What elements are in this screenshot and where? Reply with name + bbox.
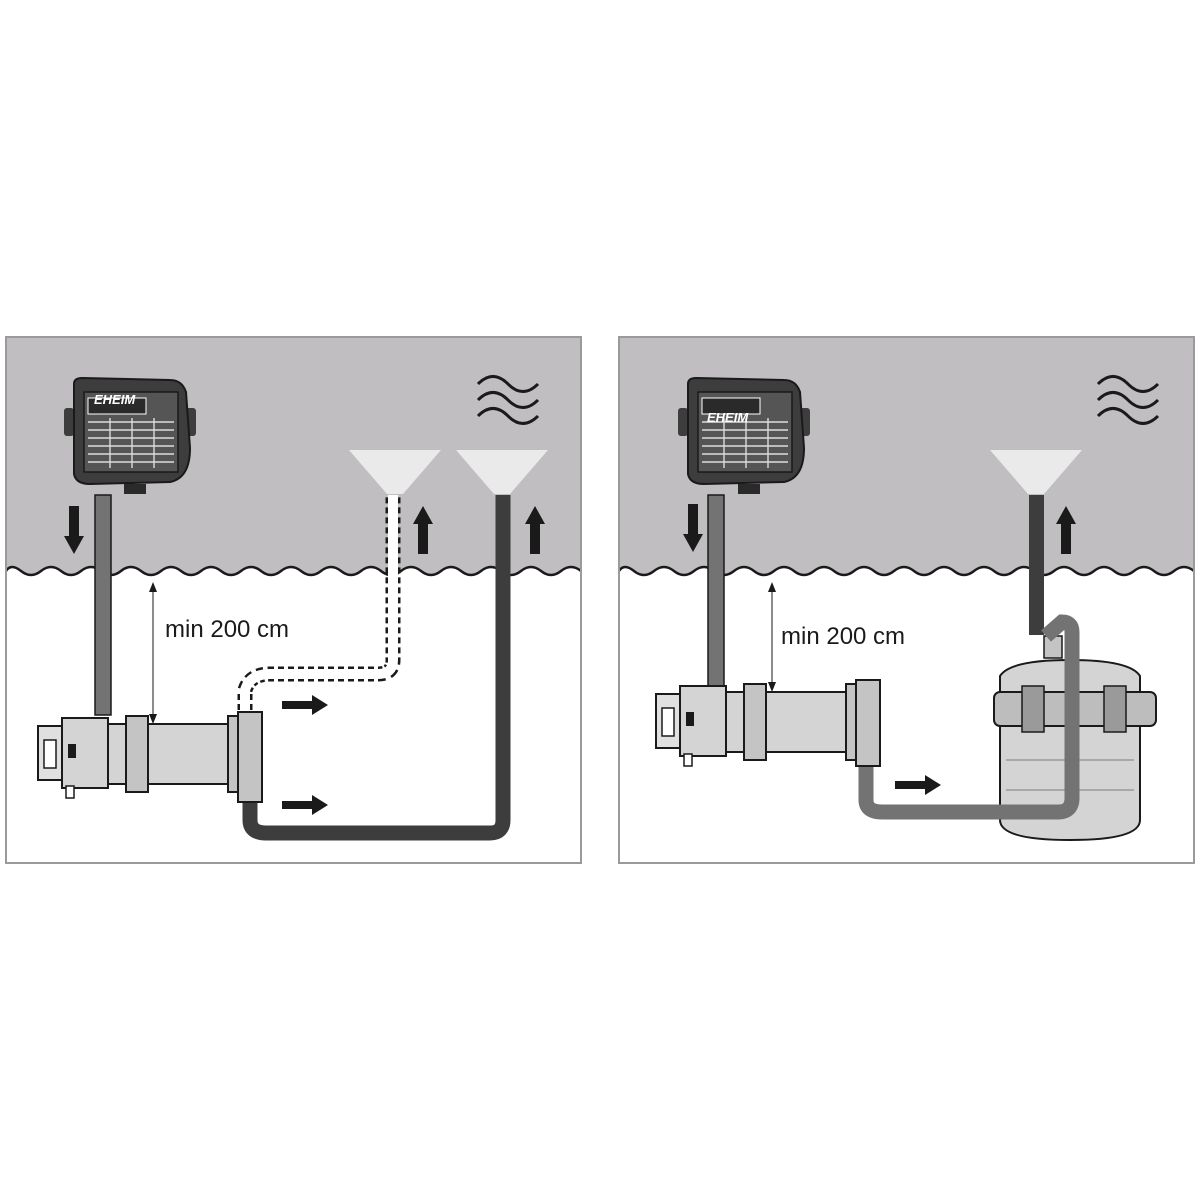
left-panel: EHEIM min 200 cm xyxy=(4,336,582,864)
left-pump-hose xyxy=(94,494,112,716)
left-height-label: min 200 cm xyxy=(165,616,289,643)
left-pump-logo: EHEIM xyxy=(94,392,136,407)
right-inlet-hose xyxy=(858,614,1080,820)
right-height-label: min 200 cm xyxy=(781,623,905,650)
left-height-dimension xyxy=(149,582,157,724)
left-outlet-elbow xyxy=(237,711,263,803)
right-pump-logo: EHEIM xyxy=(707,410,749,425)
right-height-dimension xyxy=(768,582,776,692)
right-panel: EHEIM min 200 cm xyxy=(617,336,1195,864)
left-dark-hose xyxy=(242,495,511,841)
pump-icon xyxy=(677,377,811,495)
right-frame xyxy=(618,336,1195,864)
right-pump-hose xyxy=(707,494,725,696)
right-outlet-elbow xyxy=(855,679,881,767)
left-frame xyxy=(5,336,582,864)
right-outlet-hose xyxy=(1029,495,1044,635)
